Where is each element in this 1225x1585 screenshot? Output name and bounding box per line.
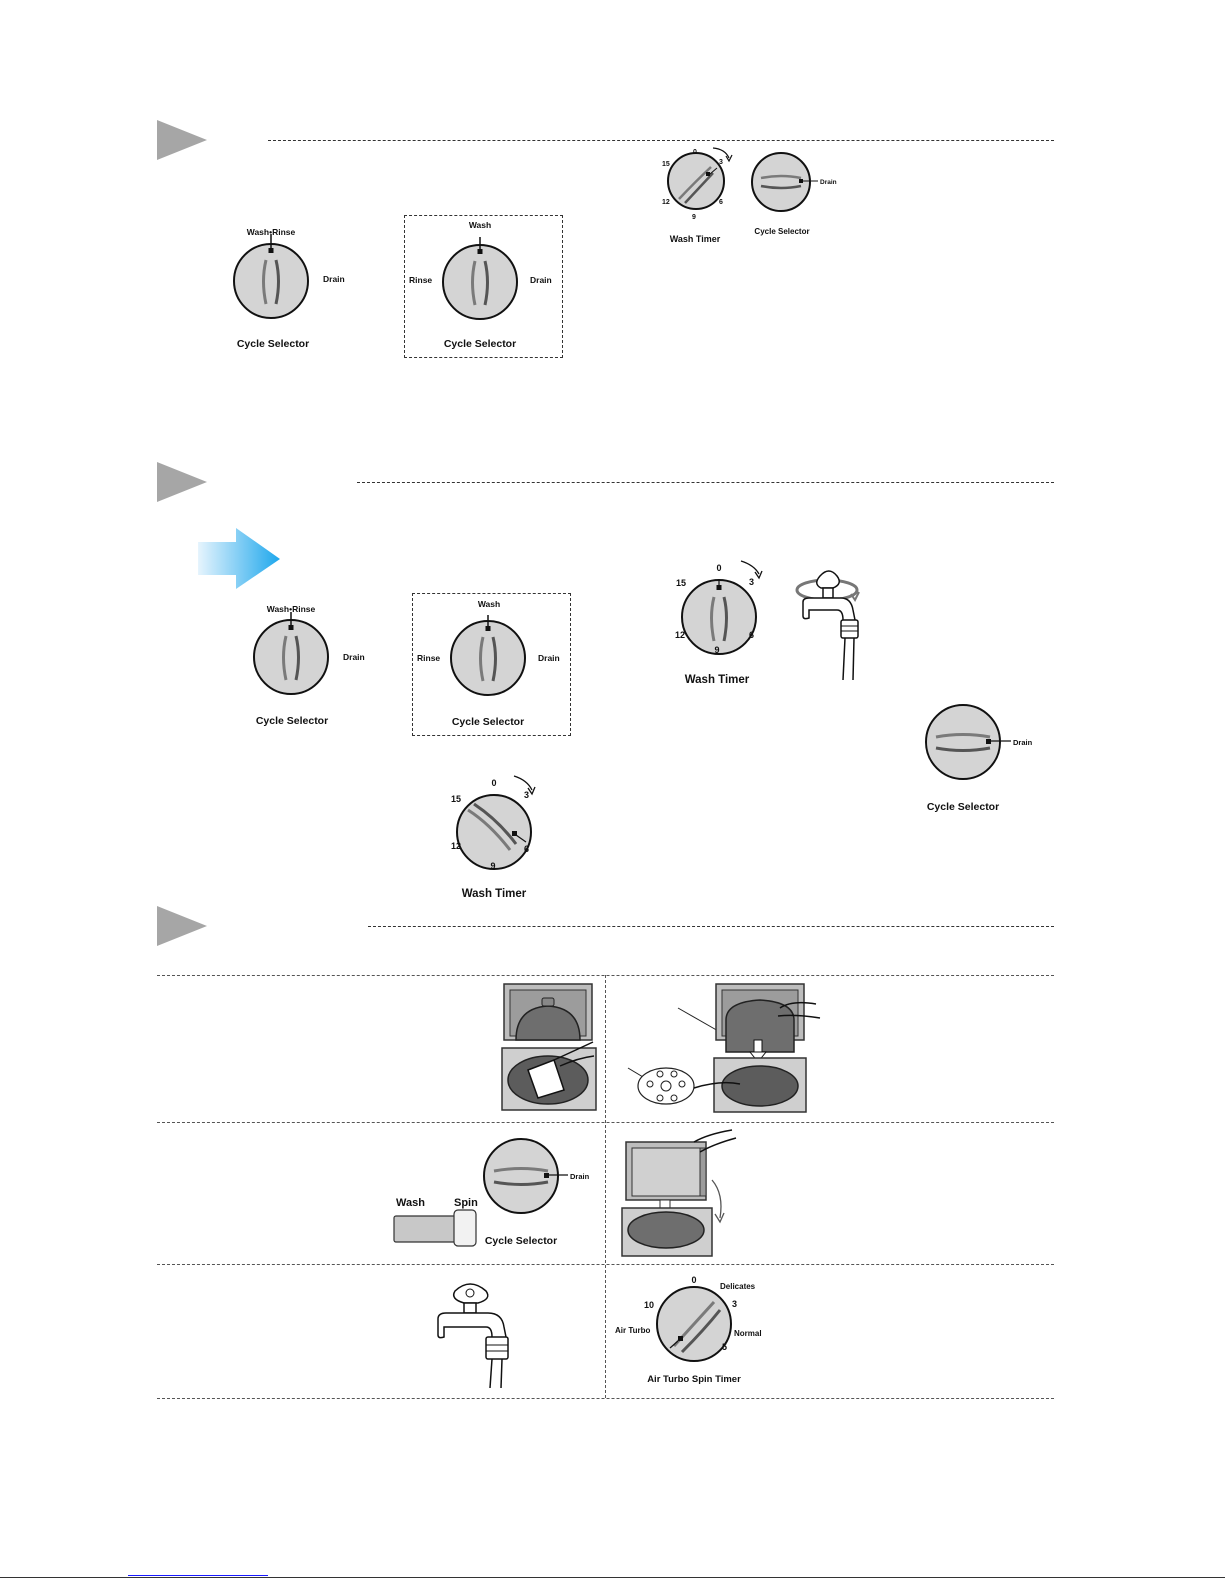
alt-model-box-1 xyxy=(404,215,563,358)
dial-caption: Wash Timer xyxy=(462,888,527,900)
cycle-selector-drain-row: Drain Cycle Selector xyxy=(483,1138,590,1247)
dial-caption: Cycle Selector xyxy=(485,1235,557,1247)
grid-line xyxy=(605,975,606,1398)
spin-label-normal: Normal xyxy=(734,1329,762,1338)
timer-num-0: 0 xyxy=(491,778,496,788)
dial-label-drain: Drain xyxy=(323,274,345,284)
alt-model-box-2 xyxy=(412,593,571,736)
dial-label-drain: Drain xyxy=(820,179,837,186)
water-tap-close-icon xyxy=(795,570,860,681)
cycle-selector-drain-small: Drain Cycle Selector xyxy=(751,152,837,236)
dial-caption: Cycle Selector xyxy=(452,716,524,728)
dial-label-drain: Drain xyxy=(1013,738,1033,747)
dial-caption: Cycle Selector xyxy=(927,801,999,813)
dial-caption: Cycle Selector xyxy=(754,227,809,236)
dial-label-drain: Drain xyxy=(570,1172,590,1181)
section-divider-1 xyxy=(268,140,1054,141)
wash-timer-dial-0: 0 3 6 9 12 15 Wash Timer xyxy=(675,560,763,686)
timer-num-6: 6 xyxy=(719,199,723,206)
dial-label-wash: Wash xyxy=(469,220,491,230)
timer-num-15: 15 xyxy=(662,161,670,168)
timer-num-9: 9 xyxy=(692,214,696,221)
timer-num-9: 9 xyxy=(490,861,495,871)
water-tap-icon xyxy=(437,1283,509,1389)
footer-link-underline xyxy=(128,1575,268,1576)
section-marker-3 xyxy=(157,906,207,946)
dial-caption: Cycle Selector xyxy=(237,338,309,350)
dial-label-wash-rinse: Wash•Rinse xyxy=(247,227,296,237)
dial-caption: Cycle Selector xyxy=(444,338,516,350)
wash-spin-switch-icon: Wash Spin xyxy=(393,1197,478,1247)
section-divider-2 xyxy=(357,482,1054,483)
section-marker-2 xyxy=(157,462,207,502)
section-marker-1 xyxy=(157,120,207,160)
dial-label-drain: Drain xyxy=(343,652,365,662)
spin-timer-num-3: 3 xyxy=(732,1299,737,1309)
dial-label-wash-rinse: Wash•Rinse xyxy=(267,604,316,614)
cycle-selector-dial-3: Wash•Rinse Drain Cycle Selector xyxy=(253,604,365,727)
dial-label-wash: Wash xyxy=(478,599,500,609)
wash-timer-dial-6: 0 3 6 9 12 15 Wash Timer xyxy=(451,775,536,900)
dial-label-drain: Drain xyxy=(538,653,560,663)
section-divider-3 xyxy=(368,926,1054,927)
timer-num-0: 0 xyxy=(716,563,721,573)
cycle-selector-dial-4: Wash Rinse Drain Cycle Selector xyxy=(417,599,560,728)
cycle-selector-drain-large: Drain Cycle Selector xyxy=(925,704,1033,813)
washer-lint-filter-clean-illustration xyxy=(501,983,597,1111)
timer-num-3: 3 xyxy=(749,577,754,587)
switch-label-wash: Wash xyxy=(396,1197,425,1209)
timer-num-12: 12 xyxy=(662,199,670,206)
timer-num-12: 12 xyxy=(675,630,685,640)
wash-timer-dial-small: 0 3 6 9 12 15 Wash Timer xyxy=(662,147,733,244)
spin-label-air-turbo: Air Turbo xyxy=(615,1326,651,1335)
dial-label-rinse: Rinse xyxy=(409,275,432,285)
timer-num-6: 6 xyxy=(749,630,754,640)
dial-caption: Air Turbo Spin Timer xyxy=(647,1374,741,1385)
timer-num-3: 3 xyxy=(719,159,723,166)
grid-line xyxy=(157,1398,1054,1399)
spin-label-delicates: Delicates xyxy=(720,1282,756,1291)
step-arrow-icon xyxy=(198,528,280,589)
spin-timer-num-0: 0 xyxy=(691,1275,696,1285)
timer-num-3: 3 xyxy=(524,790,529,800)
dial-caption: Wash Timer xyxy=(670,234,721,244)
washer-filter-remove-illustration xyxy=(627,983,821,1113)
dial-label-rinse: Rinse xyxy=(417,653,440,663)
footer-rule xyxy=(0,1577,1225,1578)
timer-num-12: 12 xyxy=(451,841,461,851)
cycle-selector-dial-2: Wash Rinse Drain Cycle Selector xyxy=(409,220,552,350)
timer-num-15: 15 xyxy=(451,794,461,804)
timer-num-9: 9 xyxy=(714,645,719,655)
cycle-selector-dial-1: Wash•Rinse Drain Cycle Selector xyxy=(233,227,345,350)
timer-num-0: 0 xyxy=(693,149,697,156)
spin-timer-num-10: 10 xyxy=(644,1300,654,1310)
timer-num-6: 6 xyxy=(524,844,529,854)
dial-label-drain: Drain xyxy=(530,275,552,285)
air-turbo-spin-timer-dial: 0 3 5 10 Delicates Normal Air Turbo Air … xyxy=(615,1275,762,1385)
dial-caption: Wash Timer xyxy=(685,674,750,686)
dial-caption: Cycle Selector xyxy=(256,715,328,727)
timer-num-15: 15 xyxy=(676,578,686,588)
switch-label-spin: Spin xyxy=(454,1197,478,1209)
washer-lid-close-illustration xyxy=(621,1129,737,1257)
spin-timer-num-5: 5 xyxy=(722,1342,727,1352)
